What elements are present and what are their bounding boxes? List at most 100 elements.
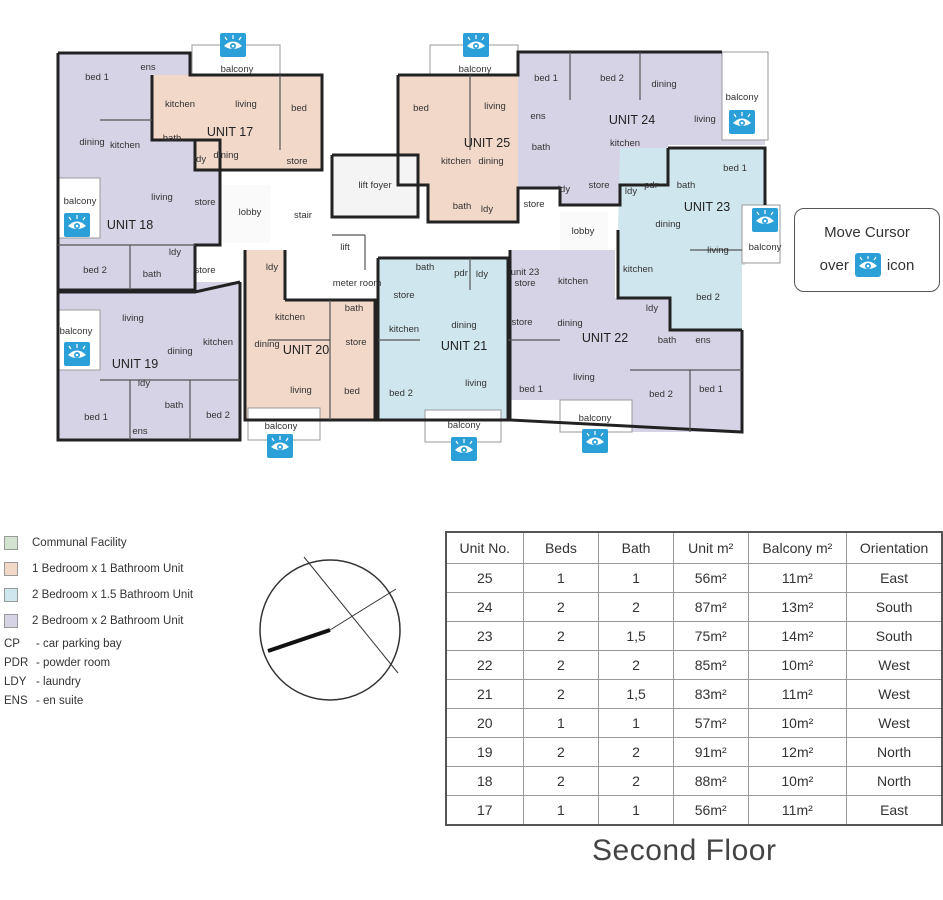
eye-icon[interactable] xyxy=(267,434,293,458)
hover-hint-icon-word: icon xyxy=(886,256,915,274)
room-label: unit 23 xyxy=(511,267,540,278)
table-header: Balcony m² xyxy=(747,531,848,564)
unit-label: UNIT 19 xyxy=(112,357,158,371)
room-label: bath xyxy=(677,180,696,191)
room-label: ldy xyxy=(646,303,658,314)
abbreviation-key: LDY xyxy=(4,675,27,688)
table-cell: 2 xyxy=(598,737,674,767)
eye-icon[interactable] xyxy=(220,33,246,57)
room-label: ldy xyxy=(169,247,181,258)
table-cell: North xyxy=(846,737,943,767)
room-label: living xyxy=(484,101,506,112)
eye-icon xyxy=(854,253,881,277)
table-cell: 56m² xyxy=(672,795,749,826)
room-label: kitchen xyxy=(623,264,653,275)
unit-schedule-table: Unit No. Beds Bath Unit m² Balcony m² Or… xyxy=(445,531,943,826)
table-cell: 91m² xyxy=(672,737,749,767)
legend-item: 1 Bedroom x 1 Bathroom Unit xyxy=(4,556,193,582)
unit-24-area xyxy=(518,52,765,205)
room-label: balcony xyxy=(459,64,492,75)
legend-item: Communal Facility xyxy=(4,530,193,556)
eye-icon[interactable] xyxy=(463,33,489,57)
room-label: store xyxy=(194,197,215,208)
room-label: bath xyxy=(165,400,184,411)
table-cell: 1 xyxy=(598,708,674,738)
table-header: Unit No. xyxy=(445,531,524,564)
table-cell: 22 xyxy=(445,650,524,680)
room-label: dining xyxy=(213,150,238,161)
table-cell: 85m² xyxy=(672,650,749,680)
legend-label: Communal Facility xyxy=(32,537,127,549)
unit-fills xyxy=(58,52,765,440)
room-labels: bed 1 ens dining kitchen living store be… xyxy=(60,62,782,437)
legend-swatch xyxy=(4,588,18,602)
room-label: balcony xyxy=(726,92,759,103)
room-label: bed 2 xyxy=(83,265,107,276)
table-cell: 2 xyxy=(522,650,600,680)
legend-swatch xyxy=(4,536,18,550)
room-label: store xyxy=(393,290,414,301)
legend-label: 2 Bedroom x 2 Bathroom Unit xyxy=(32,615,184,627)
room-label: kitchen xyxy=(275,312,305,323)
room-label: ldy xyxy=(266,262,278,273)
eye-icon[interactable] xyxy=(729,110,755,134)
table-cell: 2 xyxy=(522,737,600,767)
room-label: living xyxy=(707,245,729,256)
room-label: ldy xyxy=(194,154,206,165)
legend-label: 2 Bedroom x 1.5 Bathroom Unit xyxy=(32,589,194,601)
room-label: living xyxy=(694,114,716,125)
table-cell: North xyxy=(846,766,943,796)
room-label: store xyxy=(511,317,532,328)
eye-icon[interactable] xyxy=(64,213,90,237)
room-label: balcony xyxy=(448,420,481,431)
table-cell: 25 xyxy=(445,563,524,593)
room-label: ldy xyxy=(138,378,150,389)
room-label: living xyxy=(573,372,595,383)
abbreviation-key: CP xyxy=(4,637,20,650)
table-cell: 10m² xyxy=(747,708,848,738)
room-label: bed 2 xyxy=(696,292,720,303)
hover-hint-line2: over icon xyxy=(795,253,939,277)
room-label: living xyxy=(122,313,144,324)
legend-item: 2 Bedroom x 2 Bathroom Unit xyxy=(4,608,193,634)
eye-icon[interactable] xyxy=(582,429,608,453)
compass-axis xyxy=(329,588,397,631)
table-header: Orientation xyxy=(846,531,943,564)
compass-needle xyxy=(267,628,331,653)
room-label: bed 2 xyxy=(389,388,413,399)
legend-item: 2 Bedroom x 1.5 Bathroom Unit xyxy=(4,582,193,608)
table-cell: East xyxy=(846,795,943,826)
eye-icon[interactable] xyxy=(64,342,90,366)
room-label: living xyxy=(151,192,173,203)
room-label: store xyxy=(194,265,215,276)
room-label: bed 1 xyxy=(699,384,723,395)
room-label: balcony xyxy=(265,421,298,432)
table-cell: 1 xyxy=(522,563,600,593)
abbreviation: LDY- laundry xyxy=(4,672,193,691)
abbreviation-value: - powder room xyxy=(36,656,111,669)
room-label: bath xyxy=(345,303,364,314)
eye-icon[interactable] xyxy=(752,208,778,232)
room-label: meter room xyxy=(333,278,382,289)
table-cell: 57m² xyxy=(672,708,749,738)
table-cell: 18 xyxy=(445,766,524,796)
room-label: pdr xyxy=(644,180,658,191)
room-label: store xyxy=(588,180,609,191)
hover-hint-line1: Move Cursor xyxy=(824,224,910,241)
lobby-right-area xyxy=(560,212,608,250)
room-label: store xyxy=(345,337,366,348)
abbreviation-value: - car parking bay xyxy=(36,637,122,650)
room-label: kitchen xyxy=(441,156,471,167)
unit-label: UNIT 24 xyxy=(609,113,655,127)
table-cell: 10m² xyxy=(747,766,848,796)
table-cell: West xyxy=(846,708,943,738)
abbreviation-key: PDR xyxy=(4,656,29,669)
table-cell: 1,5 xyxy=(598,621,674,651)
table-cell: 1 xyxy=(598,563,674,593)
room-label: store xyxy=(286,156,307,167)
eye-icon[interactable] xyxy=(451,437,477,461)
